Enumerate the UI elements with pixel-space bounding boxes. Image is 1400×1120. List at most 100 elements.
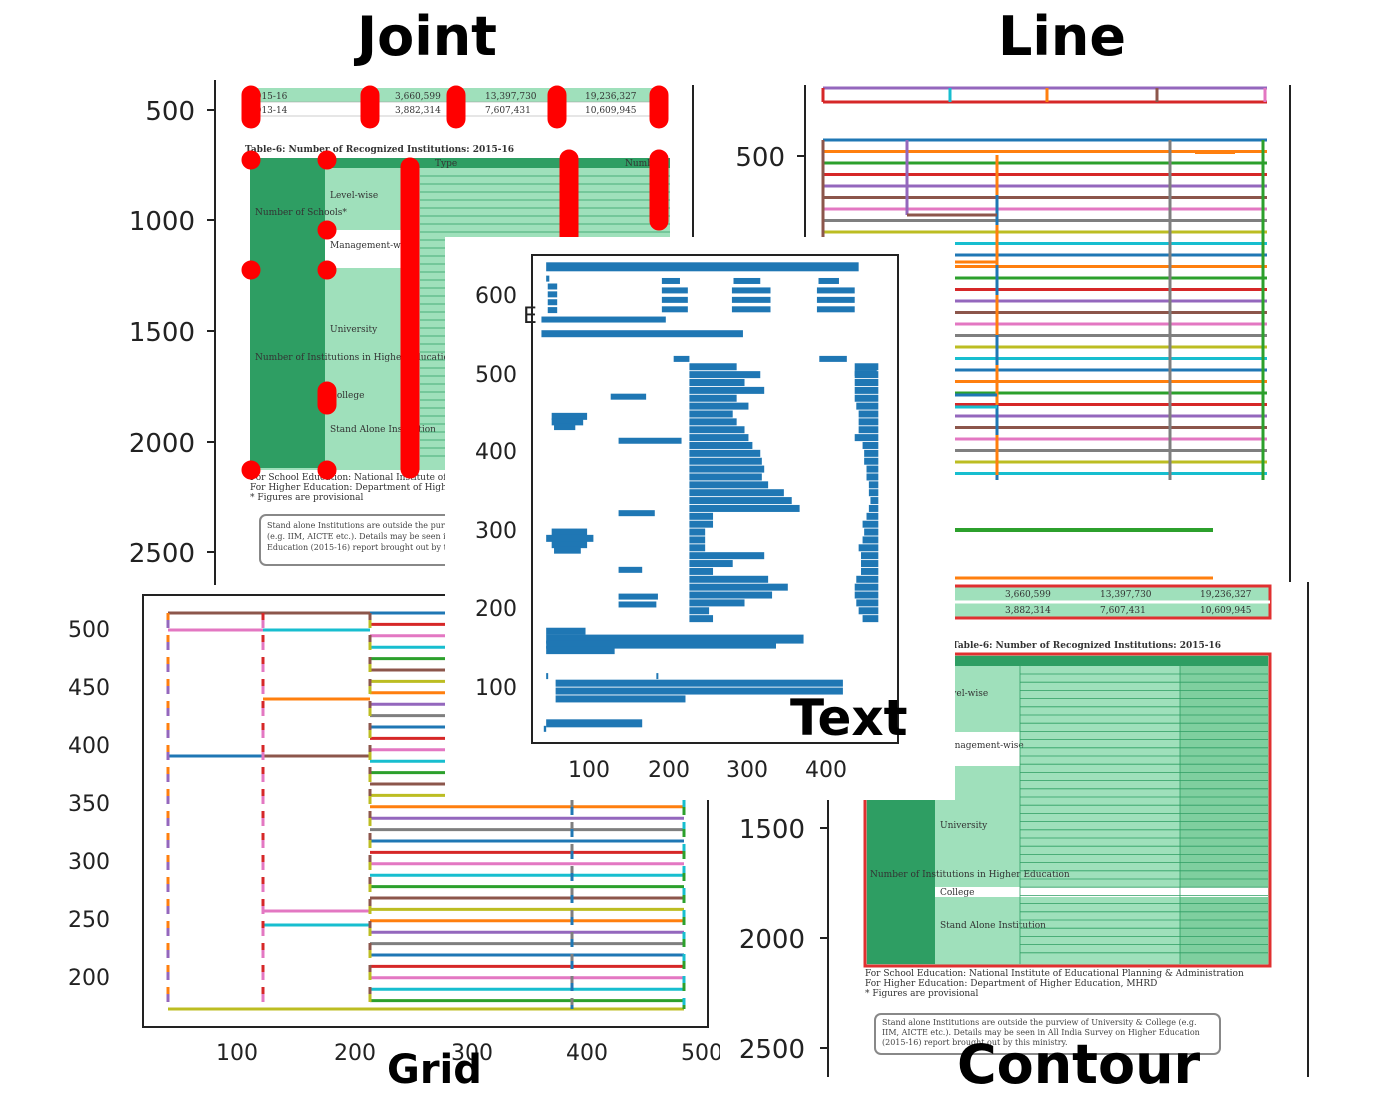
doc-col-university: University [330,325,378,335]
text-partial-label: E [523,304,537,329]
text-bar [689,426,745,434]
text-bar [689,497,792,505]
text-bar [689,410,733,418]
doc-col-management: Management-wise [330,241,414,251]
text-bar [731,296,771,303]
text-bar [689,615,714,623]
contour-note-box [874,1013,1221,1055]
text-bar [689,465,765,473]
grid-plot: 500 450 400 350 300 250 200 100 200 300 … [68,594,723,1066]
doc-col-standalone: Stand Alone Institution [330,425,436,435]
text-tick-y3: 300 [475,519,517,544]
text-bar [673,355,690,362]
text-bar [856,599,879,607]
text-bar [854,591,879,599]
text-bar [554,423,576,431]
text-bar [555,679,843,687]
text-bar [858,410,879,418]
text-bar [551,541,588,549]
text-tick-y0: 600 [475,284,517,309]
text-bar [689,402,749,410]
text-bar [868,481,879,489]
grid-tick-y2: 400 [68,734,110,759]
text-bar [546,673,549,680]
contour-val-2: 19,236,327 [1200,590,1252,600]
text-bar [554,546,581,554]
text-bar [861,560,879,568]
text-bar [858,418,879,426]
text-bar [733,277,761,284]
text-bar [551,412,588,420]
contour-val-1: 13,397,730 [1100,590,1152,600]
text-bar [689,457,762,465]
joint-tick-0: 500 [145,97,195,127]
contour-source-school: For School Education: National Institute… [865,969,1244,979]
text-bar [689,481,769,489]
text-bar [689,379,745,387]
text-bar [854,583,879,591]
text-bar [689,599,745,607]
contour-tick-2: 2500 [739,1035,805,1065]
contour-table-title: Table-6: Number of Recognized Institutio… [952,641,1221,651]
text-tick-y2: 400 [475,440,517,465]
text-bar [547,291,558,298]
grid-tick-x0: 100 [216,1041,258,1066]
text-bar [689,473,762,481]
grid-tick-y4: 300 [68,850,110,875]
text-bar [546,534,594,542]
text-bar [689,386,765,394]
text-bar [689,552,765,560]
text-bar [618,437,682,444]
doc-row-label-1: 2013-14 [250,106,288,116]
text-bar [689,504,800,512]
contour-note: * Figures are provisional [865,989,979,999]
contour-col-management: Management-wise [940,741,1024,751]
text-bar [656,673,659,680]
text-bar [862,615,879,623]
text-bar [870,497,879,505]
text-bar [618,566,643,573]
text-bar [854,394,879,402]
text-bar [689,418,737,426]
text-bar [551,528,588,536]
doc-val-1: 13,397,730 [485,92,537,102]
text-bar [689,560,733,568]
doc-source-higher: For Higher Education: Department of High… [250,483,542,493]
joint-tick-2: 1500 [129,318,195,348]
text-bar [541,330,743,338]
text-tick-x3: 400 [805,758,847,783]
text-bar [551,418,584,426]
text-bar [816,287,855,294]
contour-val-4: 7,607,431 [1100,606,1146,616]
text-bar [546,634,804,644]
text-bar [854,386,879,394]
doc-table-title: Table-6: Number of Recognized Institutio… [245,145,514,155]
doc-val-2: 19,236,327 [585,92,637,102]
text-bar [618,510,655,517]
text-bar [864,457,879,465]
grid-tick-y6: 200 [68,966,110,991]
text-bar [689,591,773,599]
text-bar [689,371,761,379]
grid-panel: 500 450 400 350 300 250 200 100 200 300 … [68,585,723,1085]
doc-val-5: 10,609,945 [585,106,637,116]
text-bar [689,536,706,544]
joint-markers [241,85,669,480]
doc-row-label-0: 2015-16 [250,92,288,102]
doc-header-type: Type [435,159,457,169]
text-bar [866,465,879,473]
text-bar [862,520,879,528]
line-tick-0: 500 [735,143,785,173]
contour-box-text: Stand alone Institutions are outside the… [882,1018,1200,1047]
title-contour: Contour [957,1033,1201,1096]
contour-tick-0: 1500 [739,815,805,845]
text-bar [618,601,657,608]
text-bar [618,593,658,600]
text-bar [546,719,643,728]
text-bar [689,583,788,591]
title-text: Text [790,689,908,747]
doc-row-higher: Number of Institutions in Higher Educati… [255,353,455,363]
doc-col-level: Level-wise [330,191,378,201]
doc-source-school: For School Education: National Institute… [250,473,629,483]
text-bar [854,371,879,379]
